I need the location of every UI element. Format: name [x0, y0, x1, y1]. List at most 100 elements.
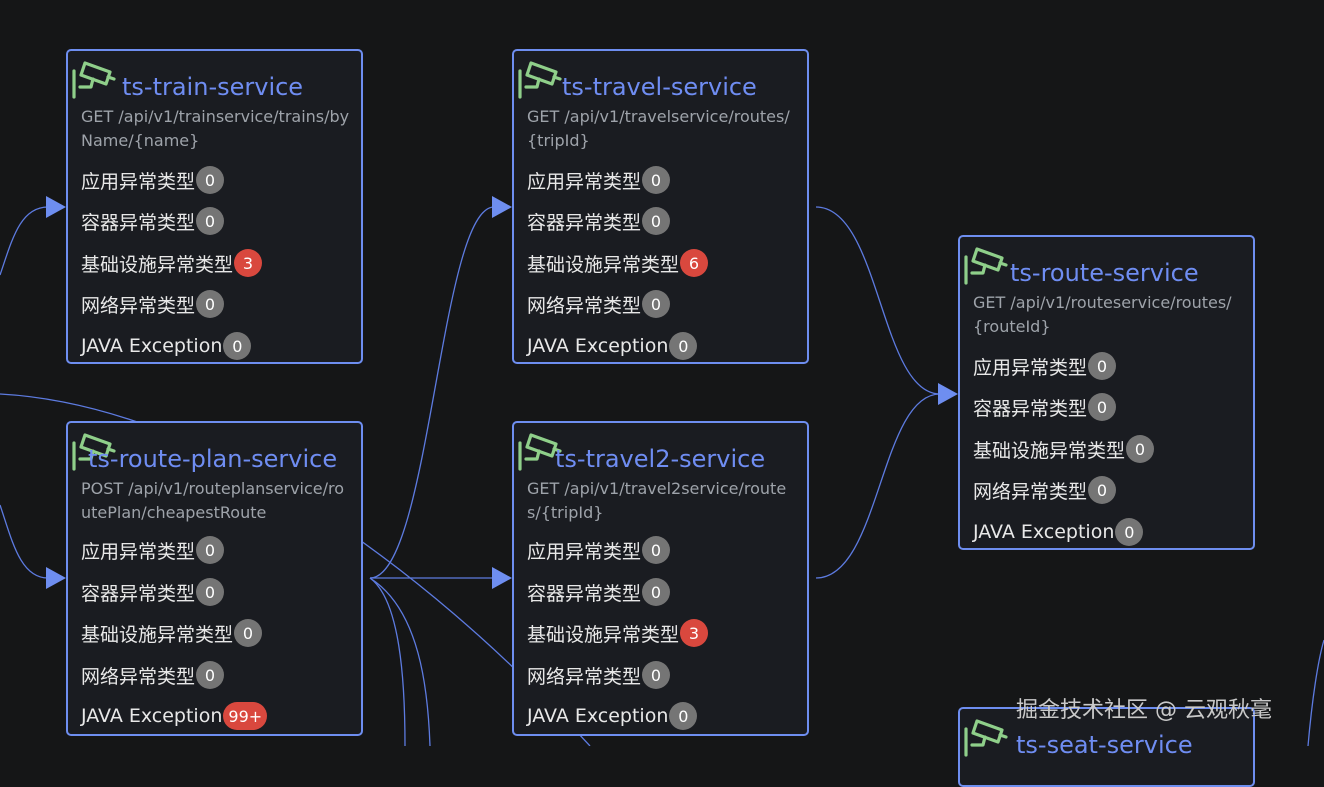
count-badge[interactable]: 0 [223, 332, 252, 360]
watermark: 掘金技术社区 @ 云观秋毫 [1016, 698, 1272, 723]
metric-label: JAVA Exception [81, 705, 223, 727]
count-badge[interactable]: 0 [1088, 352, 1117, 380]
node-api-endpoint: GET /api/v1/trainservice/trains/byName/{… [81, 107, 350, 150]
metric-label: 应用异常类型 [81, 540, 196, 563]
count-badge[interactable]: 99+ [223, 702, 268, 730]
metric-label: 应用异常类型 [973, 356, 1088, 379]
metric-label: 网络异常类型 [527, 294, 642, 317]
count-badge[interactable]: 0 [642, 290, 671, 318]
cctv-camera-icon [72, 61, 116, 99]
count-badge[interactable]: 0 [1126, 435, 1155, 463]
count-badge[interactable]: 0 [196, 166, 225, 194]
metric-label: JAVA Exception [81, 335, 223, 357]
node-api-endpoint: POST /api/v1/routeplanservice/routePlan/… [81, 479, 345, 522]
node-title[interactable]: ts-travel-service [562, 73, 757, 101]
cctv-camera-icon [518, 433, 562, 471]
metric-label: 基础设施异常类型 [527, 623, 680, 646]
count-badge[interactable]: 0 [642, 166, 671, 194]
node-title[interactable]: ts-route-plan-service [88, 445, 338, 473]
count-badge[interactable]: 0 [196, 536, 225, 564]
count-badge[interactable]: 6 [680, 249, 709, 277]
count-badge[interactable]: 3 [234, 249, 263, 277]
node-api-endpoint: GET /api/v1/routeservice/routes/{routeId… [973, 293, 1232, 336]
count-badge[interactable]: 0 [642, 578, 671, 606]
metric-label: 基础设施异常类型 [81, 623, 234, 646]
count-badge[interactable]: 0 [196, 207, 225, 235]
edge-right-up [1307, 639, 1324, 746]
metric-label: 容器异常类型 [527, 211, 642, 234]
count-badge[interactable]: 0 [1088, 476, 1117, 504]
node-api-endpoint: GET /api/v1/travel2service/routes/{tripI… [527, 479, 787, 522]
service-node-route-plan[interactable]: ts-route-plan-service POST /api/v1/route… [66, 421, 363, 736]
arrow-travel2-service [492, 567, 512, 589]
node-title[interactable]: ts-train-service [122, 73, 304, 101]
edge-travel-to-route [815, 206, 941, 395]
edge-routeplan-down-1 [369, 577, 406, 746]
arrow-route-service [938, 383, 958, 405]
metric-label: 网络异常类型 [81, 294, 196, 317]
metric-label: 应用异常类型 [527, 540, 642, 563]
service-node-travel2[interactable]: ts-travel2-service GET /api/v1/travel2se… [512, 421, 809, 736]
count-badge[interactable]: 0 [669, 332, 698, 360]
edge-to-route-plan-service [0, 504, 49, 579]
node-header: ts-travel2-service [514, 429, 807, 473]
count-badge[interactable]: 0 [669, 702, 698, 730]
metric-label: 应用异常类型 [81, 170, 196, 193]
edge-routeplan-down-2 [369, 577, 431, 746]
arrow-route-plan-service [46, 567, 66, 589]
metric-label: 容器异常类型 [973, 397, 1088, 420]
count-badge[interactable]: 0 [234, 619, 263, 647]
cctv-camera-icon [72, 433, 116, 471]
count-badge[interactable]: 0 [642, 661, 671, 689]
node-title[interactable]: ts-travel2-service [555, 445, 766, 473]
metric-label: JAVA Exception [527, 335, 669, 357]
arrow-travel-service [492, 196, 512, 218]
metric-label: 网络异常类型 [527, 665, 642, 688]
metric-label: 容器异常类型 [81, 211, 196, 234]
node-header: ts-route-service [960, 243, 1253, 287]
cctv-camera-icon [964, 719, 1008, 757]
node-title[interactable]: ts-route-service [1010, 259, 1199, 287]
cctv-camera-icon [964, 247, 1008, 285]
count-badge[interactable]: 0 [1115, 518, 1144, 546]
service-node-route[interactable]: ts-route-service GET /api/v1/routeservic… [958, 235, 1255, 550]
edge-to-train-service [0, 206, 49, 276]
node-title[interactable]: ts-seat-service [1016, 731, 1193, 759]
service-node-train[interactable]: ts-train-service GET /api/v1/trainservic… [66, 49, 363, 364]
metric-label: 容器异常类型 [81, 582, 196, 605]
service-node-travel[interactable]: ts-travel-service GET /api/v1/travelserv… [512, 49, 809, 364]
count-badge[interactable]: 0 [642, 207, 671, 235]
metric-label: JAVA Exception [973, 521, 1115, 543]
count-badge[interactable]: 0 [196, 290, 225, 318]
count-badge[interactable]: 3 [680, 619, 709, 647]
metric-label: 网络异常类型 [81, 665, 196, 688]
count-badge[interactable]: 0 [642, 536, 671, 564]
node-header: ts-route-plan-service [68, 429, 361, 473]
edge-travel2-to-route [815, 393, 941, 579]
count-badge[interactable]: 0 [196, 578, 225, 606]
count-badge[interactable]: 0 [196, 661, 225, 689]
node-header: ts-travel-service [514, 57, 807, 101]
count-badge[interactable]: 0 [1088, 393, 1117, 421]
